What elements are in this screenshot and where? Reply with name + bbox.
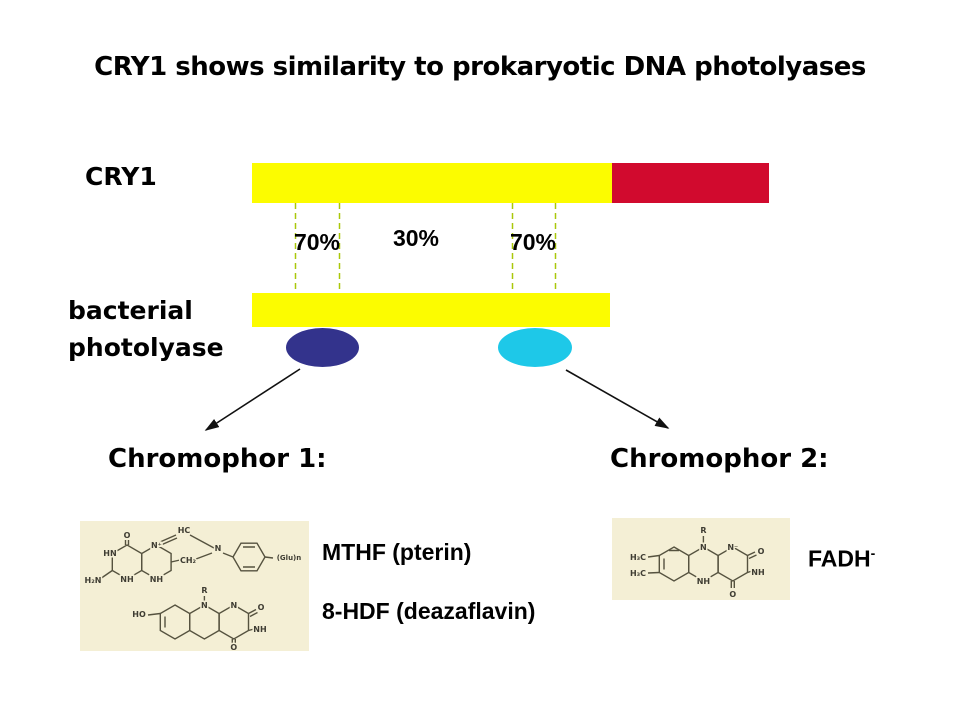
chromophore1-ellipse [286,328,359,367]
atom-label: NH [150,575,163,584]
chromophore2-ellipse [498,328,572,367]
atom-label: N⁺ [151,541,162,550]
bacterial-photolyase-label-line2: photolyase [68,333,224,362]
atom-label: N⁻ [727,543,738,552]
atom-label: H₂N [85,576,102,585]
atom-label: O [230,643,237,651]
cry1-domain-bar [252,163,769,203]
atom-label: (Glu)n [277,554,302,562]
chromophore2-caption-superscript: - [870,545,876,561]
atom-label: R [700,526,706,535]
atom-label: N [215,544,222,553]
slide-title: CRY1 shows similarity to prokaryotic DNA… [94,52,866,82]
similarity-percent-right: 70% [509,229,557,255]
fadh-structure-drawing: H₃C H₃C R N NH N⁻ O NH O [628,525,766,601]
atom-label: HO [132,610,146,619]
fadh-structure-image: H₃C H₃C R N NH N⁻ O NH O [612,518,790,600]
atom-label: N [230,601,237,610]
bacterial-photolyase-label: bacterial photolyase [68,292,224,366]
atom-label: NH [751,568,764,577]
atom-label: N [700,543,707,552]
cry1-photolyase-like-region [252,163,612,203]
chromophore1-caption-line1: MTHF (pterin) [322,539,472,565]
atom-label: H₃C [630,553,646,562]
mthf-8hdf-structure-image: O HN H₂N NH N⁺ NH HC CH₂ N (Glu)n HO R N… [80,521,309,651]
atom-label: NH [253,625,266,634]
chromophore1-caption-line2: 8-HDF (deazaflavin) [322,598,536,624]
atom-label: O [758,547,765,556]
atom-label: CH₂ [180,556,197,565]
atom-label: HC [178,526,191,535]
atom-label: O [124,531,131,540]
atom-label: O [729,590,736,599]
similarity-percent-left: 70% [293,229,341,255]
atom-label: NH [697,577,710,586]
atom-label: O [258,603,265,612]
photolyase-domain-bar [252,293,610,327]
chromophore2-caption: FADH- [808,545,875,573]
atom-label: H₃C [630,569,646,578]
mthf-8hdf-structure-drawing: O HN H₂N NH N⁺ NH HC CH₂ N (Glu)n HO R N… [83,525,303,652]
atom-label: N [201,601,208,610]
atom-label: R [201,586,207,595]
bacterial-photolyase-label-line1: bacterial [68,296,193,325]
cry1-extension-region [612,163,769,203]
chromophore2-caption-base: FADH [808,545,871,572]
chromophore1-heading: Chromophor 1: [108,444,327,474]
atom-label: NH [120,575,133,584]
atom-label: HN [103,549,116,558]
chromophore1-arrow [204,368,301,431]
chromophore2-heading: Chromophor 2: [610,444,829,474]
cry1-protein-label: CRY1 [85,162,157,191]
similarity-percent-middle: 30% [392,225,440,251]
chromophore2-arrow [565,369,670,429]
